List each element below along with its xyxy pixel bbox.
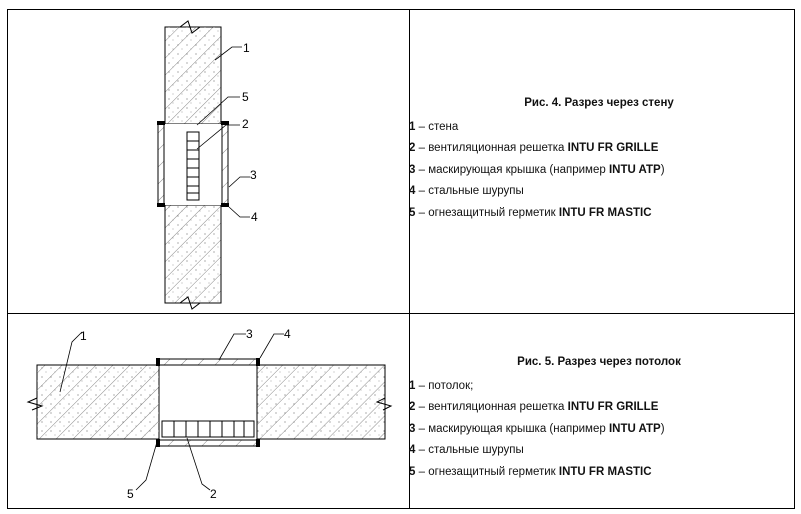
slab-left <box>36 364 160 440</box>
cover-plate-top <box>158 358 258 366</box>
screw-icon <box>256 358 260 366</box>
break-line-left <box>26 397 44 411</box>
legend-product: INTU ATP <box>608 163 661 176</box>
wall-section-drawing: 1 5 2 3 4 <box>157 20 258 310</box>
legend-text: – вентиляционная решетка <box>415 401 568 413</box>
legend-item: 3 – маскирующая крышка (например INTU AT… <box>409 160 789 182</box>
break-line-bottom <box>179 296 201 310</box>
legend-number: 1 <box>409 120 416 133</box>
figure4-title: Рис. 4. Разрез через стену <box>524 97 674 109</box>
legend-item: 2 – вентиляционная решетка INTU FR GRILL… <box>409 397 789 419</box>
screw-icon <box>157 121 165 125</box>
legend-number: 1 <box>409 379 416 392</box>
legend-item: 1 – потолок; <box>409 376 789 398</box>
legend-text: – стена <box>415 120 459 133</box>
cover-plate-right <box>221 123 229 206</box>
legend-text: – огнезащитный герметик <box>415 206 559 219</box>
slab-right <box>256 364 386 440</box>
legend-item: 3 – маскирующая крышка (например INTU AT… <box>409 419 789 441</box>
legend-product: INTU FR GRILLE <box>567 401 659 413</box>
legend-number: 2 <box>409 401 416 413</box>
screw-icon <box>157 203 165 207</box>
callout-1: 1 <box>243 41 250 55</box>
figure4-legend: Рис. 4. Разрез через стену 1 – стена 2 –… <box>409 93 789 224</box>
legend-number: 3 <box>409 163 416 176</box>
cover-plate-bottom <box>158 439 258 447</box>
callout-3: 3 <box>250 168 257 182</box>
ventilation-grille <box>161 420 255 438</box>
break-line-right <box>375 397 393 411</box>
screw-icon <box>221 203 229 207</box>
legend-number: 2 <box>409 142 416 154</box>
legend-text-after: ) <box>660 163 665 176</box>
legend-text: – стальные шурупы <box>415 444 524 456</box>
callout-1: 1 <box>80 329 87 343</box>
legend-item: 5 – огнезащитный герметик INTU FR MASTIC <box>409 203 789 225</box>
legend-text: – маскирующая крышка (например <box>415 163 609 176</box>
legend-number: 3 <box>409 422 416 435</box>
legend-item: 4 – стальные шурупы <box>409 440 789 462</box>
callout-3: 3 <box>246 327 253 341</box>
ceiling-section-drawing: 1 3 4 5 2 <box>26 327 393 501</box>
legend-product: INTU FR MASTIC <box>558 206 652 219</box>
ventilation-grille <box>186 131 200 201</box>
legend-item: 5 – огнезащитный герметик INTU FR MASTIC <box>409 462 789 484</box>
legend-item: 4 – стальные шурупы <box>409 181 789 203</box>
callout-2: 2 <box>242 117 249 131</box>
legend-text-after: ) <box>660 422 665 435</box>
callout-4: 4 <box>284 327 291 341</box>
legend-number: 4 <box>409 444 416 456</box>
screw-icon <box>156 358 160 366</box>
legend-text: – маскирующая крышка (например <box>415 422 609 435</box>
legend-number: 5 <box>409 465 416 478</box>
callout-5: 5 <box>242 90 249 104</box>
break-line-top <box>179 20 201 34</box>
legend-item: 2 – вентиляционная решетка INTU FR GRILL… <box>409 138 789 160</box>
screw-icon <box>256 439 260 447</box>
callout-4: 4 <box>251 210 258 224</box>
legend-text: – вентиляционная решетка <box>415 142 568 154</box>
screw-icon <box>221 121 229 125</box>
legend-product: INTU ATP <box>608 422 661 435</box>
row-divider <box>8 313 794 314</box>
wall-lower <box>164 204 222 304</box>
column-divider <box>409 10 410 508</box>
callout-5: 5 <box>127 487 134 501</box>
wall-upper <box>164 26 222 125</box>
cover-plate-left <box>157 123 165 206</box>
legend-number: 4 <box>409 185 416 197</box>
legend-product: INTU FR MASTIC <box>558 465 652 478</box>
legend-product: INTU FR GRILLE <box>567 142 659 154</box>
figure5-legend: Рис. 5. Разрез через потолок 1 – потолок… <box>409 352 789 483</box>
legend-number: 5 <box>409 206 416 219</box>
screw-icon <box>156 439 160 447</box>
legend-text: – потолок; <box>415 379 474 392</box>
legend-text: – стальные шурупы <box>415 185 524 197</box>
legend-text: – огнезащитный герметик <box>415 465 559 478</box>
callout-2: 2 <box>210 487 217 501</box>
figure-table <box>7 9 795 509</box>
figure5-title: Рис. 5. Разрез через потолок <box>517 356 681 368</box>
legend-item: 1 – стена <box>409 117 789 139</box>
